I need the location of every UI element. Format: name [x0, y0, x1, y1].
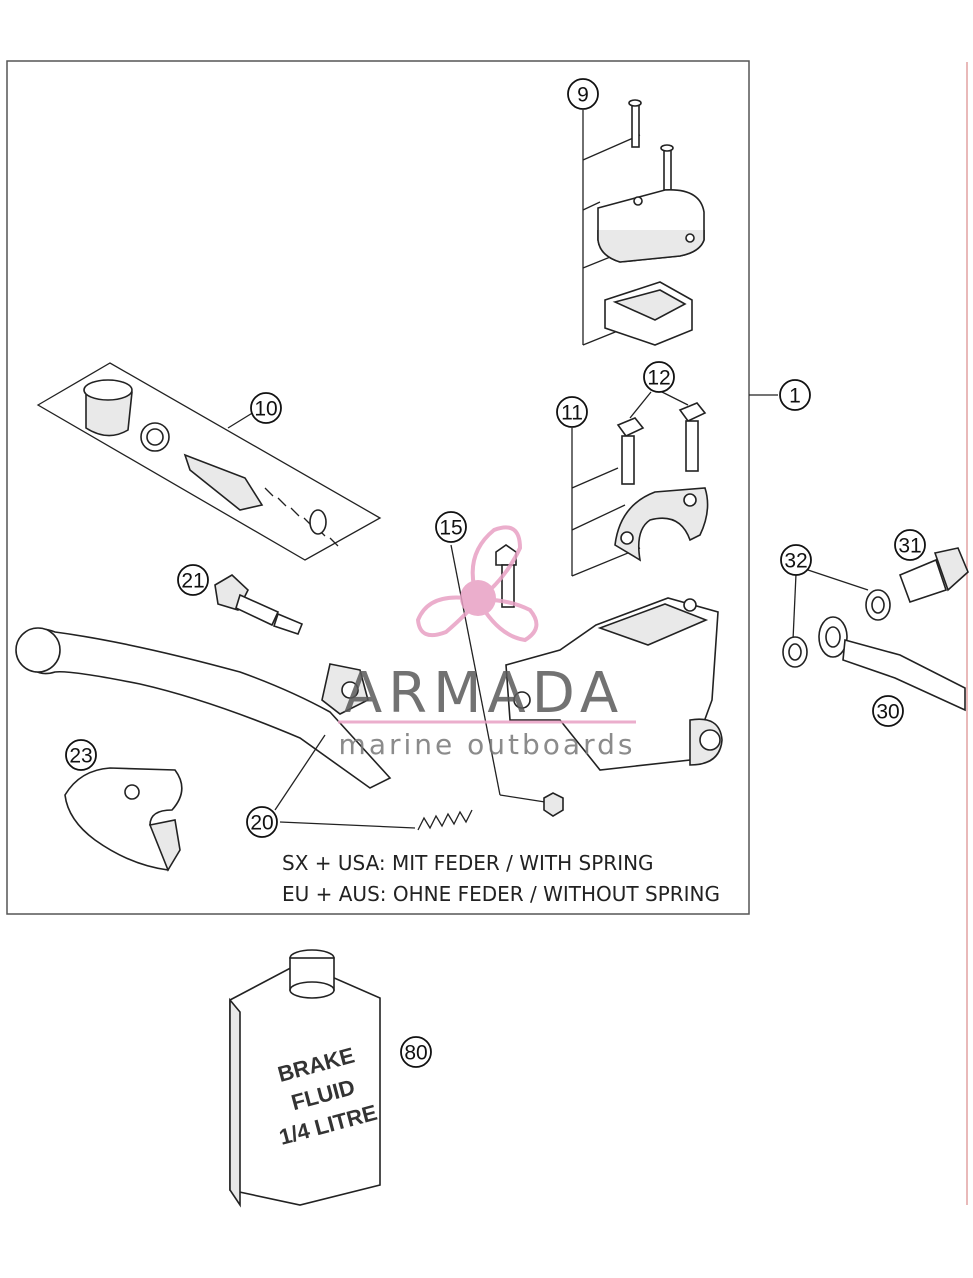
spring-note-line-1: SX + USA: MIT FEDER / WITH SPRING	[282, 851, 654, 875]
part-80-brake-fluid-can: BRAKE FLUID 1/4 LITRE	[229, 949, 381, 1208]
callout-10-label: 10	[254, 398, 277, 421]
callout-15: 15	[435, 511, 467, 543]
spring-note-line-2: EU + AUS: OHNE FEDER / WITHOUT SPRING	[282, 882, 720, 906]
callout-20-label: 20	[250, 812, 273, 835]
part-23-lever-guard	[64, 767, 183, 872]
part-30-31-32-hose-assembly	[782, 547, 969, 712]
part-10-piston-kit	[36, 362, 382, 561]
callout-10: 10	[250, 392, 282, 424]
callout-80: 80	[400, 1036, 432, 1068]
callout-9-label: 9	[577, 84, 589, 107]
callout-1-label: 1	[789, 385, 801, 408]
callout-23: 23	[65, 739, 97, 771]
callout-32-label: 32	[784, 550, 807, 573]
watermark: ARMADA marine outboards	[338, 525, 636, 761]
callout-12-label: 12	[647, 367, 670, 390]
callout-32: 32	[780, 544, 812, 576]
callout-21: 21	[177, 564, 209, 596]
callout-80-label: 80	[404, 1042, 427, 1065]
callout-11-label: 11	[561, 402, 583, 425]
callout-21-label: 21	[181, 570, 204, 593]
callout-20: 20	[246, 806, 278, 838]
callout-30-label: 30	[876, 701, 899, 724]
part-9-reservoir-cover-set	[582, 99, 705, 346]
callout-23-label: 23	[69, 745, 92, 768]
assembly-frame	[6, 60, 750, 915]
part-15-pivot-bolt-and-nut	[450, 544, 564, 817]
callout-11: 11	[556, 396, 588, 428]
part-21-adjuster	[214, 574, 304, 635]
callout-31: 31	[894, 529, 926, 561]
watermark-tagline: marine outboards	[339, 728, 636, 761]
callout-1: 1	[779, 379, 811, 411]
callout-12: 12	[643, 361, 675, 393]
part-11-12-clamp-and-bolts	[571, 391, 709, 577]
master-cylinder-body	[505, 597, 723, 771]
callout-31-label: 31	[898, 535, 921, 558]
callout-30: 30	[872, 695, 904, 727]
watermark-brand: ARMADA	[344, 661, 624, 726]
watermark-propeller-logo	[415, 525, 539, 643]
callout-15-label: 15	[439, 517, 462, 540]
callout-9: 9	[567, 78, 599, 110]
part-20-lever-and-spring	[15, 627, 473, 831]
